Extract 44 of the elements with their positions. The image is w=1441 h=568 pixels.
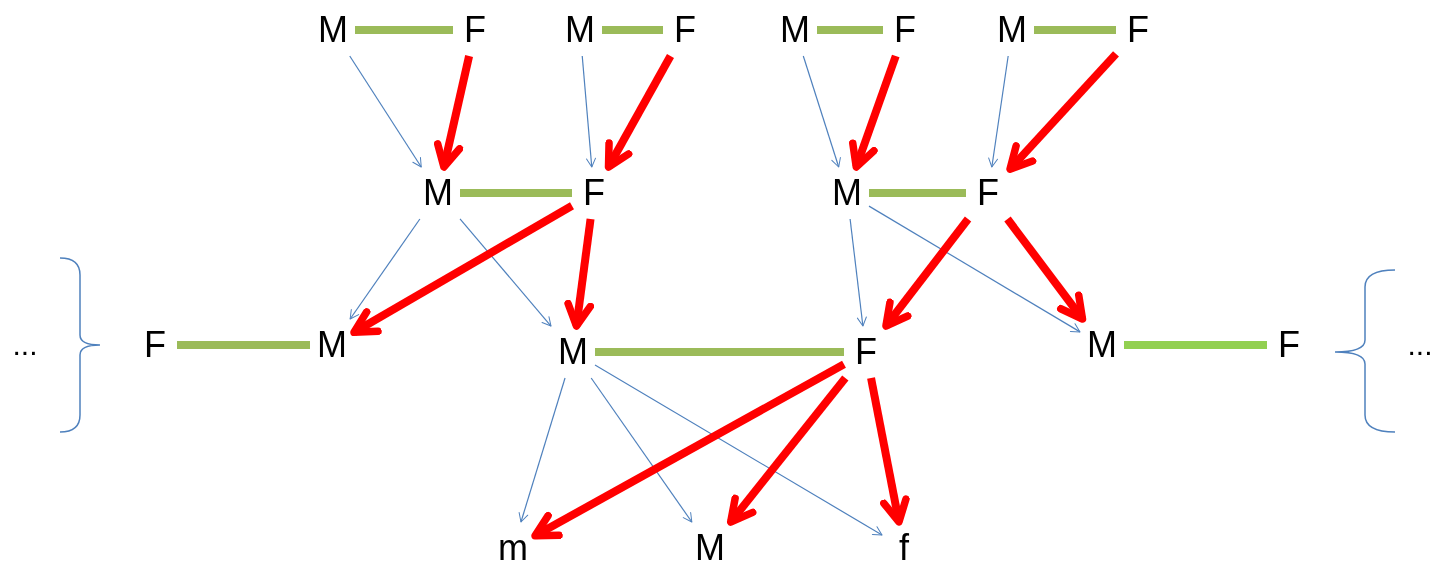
- arrow: [1004, 216, 1087, 323]
- arrow: [531, 360, 846, 540]
- arrow: [564, 218, 595, 330]
- person-letter: f: [899, 530, 909, 566]
- arrow: [849, 54, 900, 171]
- arrow: [459, 218, 552, 327]
- person-letter: m: [498, 530, 528, 566]
- person-letter: M: [695, 530, 725, 566]
- ellipsis-text: ...: [1407, 330, 1433, 360]
- person-letter: F: [583, 175, 605, 211]
- person-letter: F: [674, 12, 696, 48]
- arrow: [802, 55, 841, 168]
- person-letter: F: [894, 12, 916, 48]
- arrow: [590, 377, 693, 523]
- arrow: [867, 377, 910, 526]
- person-letter: M: [997, 12, 1027, 48]
- arrow: [726, 375, 849, 526]
- arrow: [349, 55, 422, 168]
- person-letter: F: [855, 334, 877, 370]
- arrow: [350, 202, 574, 336]
- arrow: [882, 216, 972, 330]
- ellipsis-text: ...: [12, 330, 38, 360]
- person-letter: M: [317, 327, 347, 363]
- arrow: [988, 55, 1009, 168]
- arrow: [1006, 51, 1119, 173]
- person-letter: M: [423, 175, 453, 211]
- person-letter: M: [832, 175, 862, 211]
- arrow: [581, 55, 596, 168]
- person-letter: M: [1087, 327, 1117, 363]
- arrow: [868, 205, 1081, 333]
- arrow: [594, 364, 883, 536]
- person-letter: M: [558, 334, 588, 370]
- person-letter: M: [780, 12, 810, 48]
- person-letter: F: [464, 12, 486, 48]
- person-letter: F: [1127, 12, 1149, 48]
- arrow: [604, 54, 674, 171]
- person-letter: M: [565, 12, 595, 48]
- arrow: [433, 55, 473, 171]
- person-letter: F: [977, 175, 999, 211]
- arrow: [349, 218, 421, 320]
- person-letter: M: [318, 12, 348, 48]
- arrow: [518, 377, 566, 523]
- person-letter: F: [144, 327, 166, 363]
- person-letter: F: [1278, 327, 1300, 363]
